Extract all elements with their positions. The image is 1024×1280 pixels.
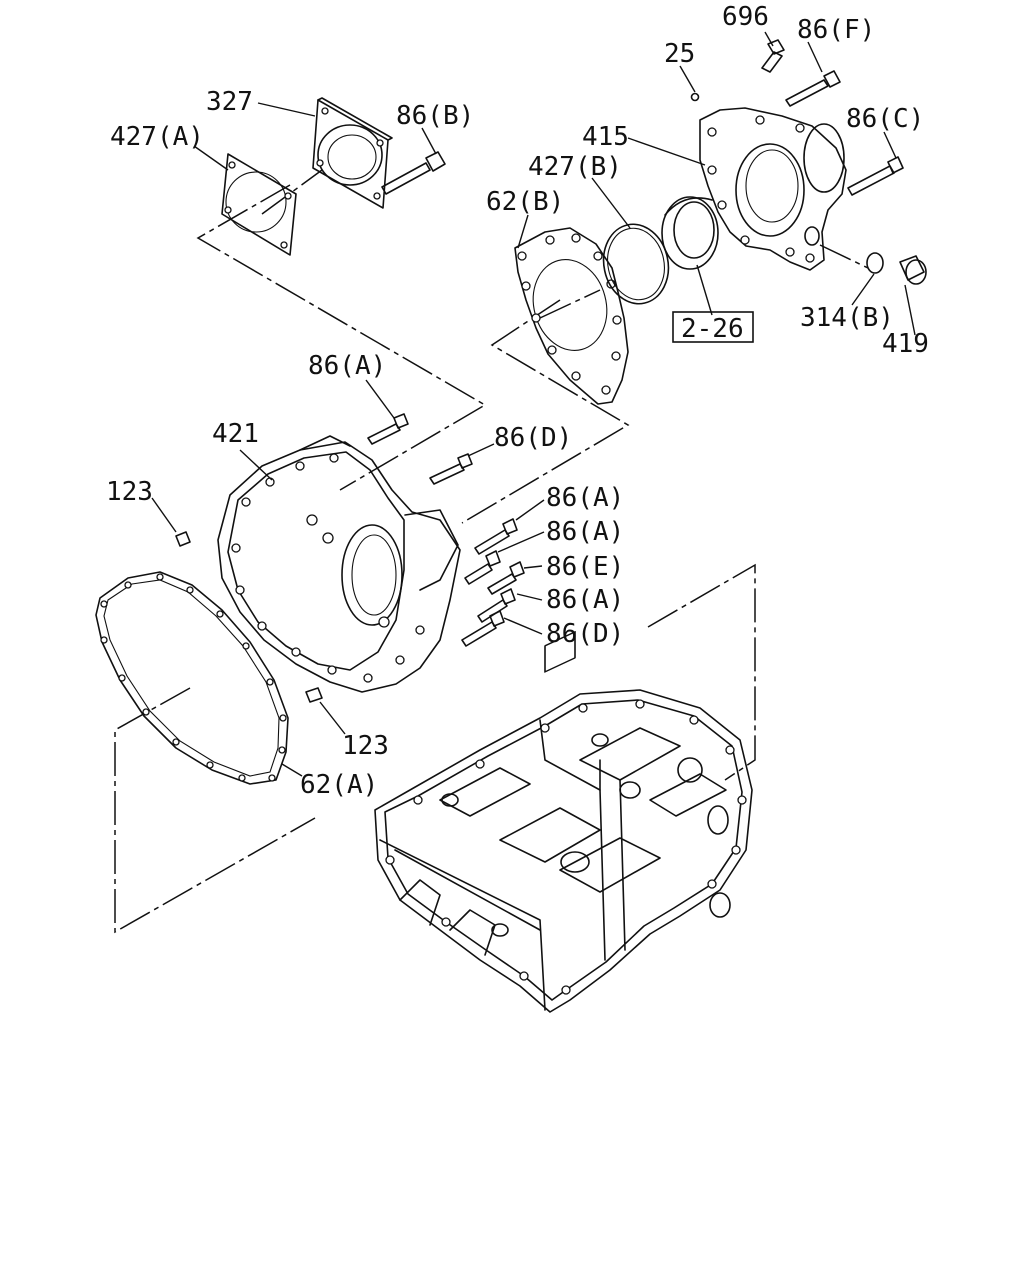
bolts-86-housing	[367, 413, 525, 647]
label-86c: 86(C)	[846, 104, 924, 134]
label-327: 327	[206, 87, 253, 117]
label-427a: 427(A)	[110, 122, 204, 152]
label-2-26: 2-26	[681, 314, 744, 344]
label-419: 419	[882, 329, 929, 359]
label-86a-2: 86(A)	[546, 517, 624, 547]
bolt-86f	[785, 70, 841, 107]
label-86d-2: 86(D)	[546, 619, 624, 649]
sensor-696	[761, 39, 785, 73]
label-86f: 86(F)	[797, 15, 875, 45]
transmission-case	[374, 630, 753, 1013]
washer-25	[690, 92, 700, 102]
label-415: 415	[582, 122, 629, 152]
label-86a-top: 86(A)	[308, 351, 386, 381]
assembly-centerlines	[114, 169, 869, 934]
gasket-427a	[221, 153, 297, 256]
bolt-86b	[381, 151, 446, 195]
label-123-bottom: 123	[342, 731, 389, 761]
label-86b: 86(B)	[396, 101, 474, 131]
gasket-62b	[514, 227, 629, 405]
plug-419	[899, 255, 927, 285]
extension-housing-415	[699, 107, 847, 271]
gasket-62a	[95, 571, 289, 785]
flange-plate-327	[312, 97, 393, 209]
ring-314b	[866, 252, 884, 274]
o-ring-427b	[602, 223, 670, 305]
label-86a-3: 86(A)	[546, 585, 624, 615]
label-86a-1: 86(A)	[546, 483, 624, 513]
label-123-left: 123	[106, 477, 153, 507]
label-314b: 314(B)	[800, 303, 894, 333]
label-696: 696	[722, 2, 769, 32]
bearing-ring-2-26	[661, 196, 719, 270]
label-86e: 86(E)	[546, 552, 624, 582]
dowel-pin-123-left	[175, 531, 191, 547]
bolt-86c	[847, 156, 904, 196]
clutch-housing-421	[217, 435, 461, 693]
part-labels: 696 86(F) 25 327 86(B) 427(A) 86(C) 415 …	[106, 2, 929, 800]
label-86d-top: 86(D)	[494, 423, 572, 453]
reference-box-2-26	[672, 311, 754, 343]
label-421: 421	[212, 419, 259, 449]
leader-lines	[151, 31, 916, 777]
dowel-pin-123-bottom	[305, 687, 323, 703]
label-62b: 62(B)	[486, 187, 564, 217]
label-62a: 62(A)	[300, 770, 378, 800]
label-25: 25	[664, 39, 695, 69]
label-427b: 427(B)	[528, 152, 622, 182]
